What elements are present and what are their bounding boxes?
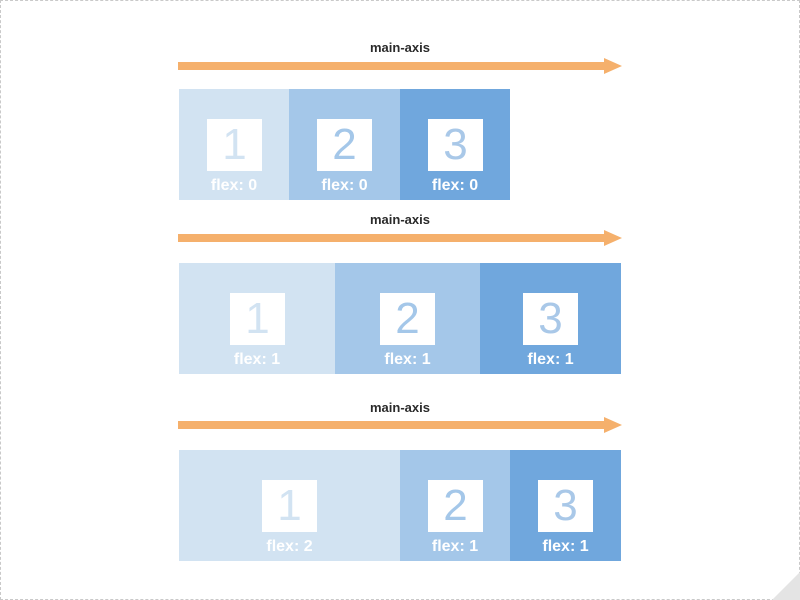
flex-item-2: 2 flex: 1 — [335, 263, 480, 374]
item-number: 3 — [443, 120, 468, 169]
item-number-box: 1 — [262, 480, 317, 532]
item-number-box: 3 — [538, 480, 593, 532]
main-axis-arrow — [178, 58, 622, 74]
item-number-box: 2 — [317, 119, 372, 171]
item-number: 2 — [395, 294, 420, 343]
flex-item-1: 1 flex: 0 — [179, 89, 289, 200]
flex-item-3: 3 flex: 0 — [400, 89, 510, 200]
item-number: 3 — [553, 481, 578, 530]
main-axis-arrow — [178, 417, 622, 433]
item-flex-label: flex: 0 — [321, 177, 368, 194]
flex-item-2: 2 flex: 0 — [289, 89, 400, 200]
main-axis-label: main-axis — [370, 400, 430, 415]
main-axis-label: main-axis — [370, 212, 430, 227]
item-number-box: 3 — [428, 119, 483, 171]
page-curl-corner — [772, 572, 800, 600]
item-flex-label: flex: 0 — [210, 177, 258, 194]
flex-container: 1 flex: 2 2 flex: 1 3 flex: 1 — [179, 450, 621, 561]
item-number: 1 — [245, 294, 270, 343]
item-flex-label: flex: 1 — [527, 351, 574, 368]
item-flex-label: flex: 2 — [266, 538, 313, 555]
flex-item-1: 1 flex: 2 — [179, 450, 400, 561]
flex-item-2: 2 flex: 1 — [400, 450, 510, 561]
item-flex-label: flex: 1 — [384, 351, 431, 368]
item-flex-label: flex: 0 — [431, 177, 479, 194]
item-number: 2 — [443, 481, 468, 530]
item-number-box: 3 — [523, 293, 578, 345]
item-number-box: 2 — [428, 480, 483, 532]
item-number-box: 1 — [207, 119, 262, 171]
item-number: 3 — [538, 294, 563, 343]
item-flex-label: flex: 1 — [542, 538, 589, 555]
flex-item-3: 3 flex: 1 — [480, 263, 621, 374]
item-number: 2 — [332, 120, 357, 169]
main-axis-label: main-axis — [370, 40, 430, 55]
flex-item-1: 1 flex: 1 — [179, 263, 335, 374]
flex-item-3: 3 flex: 1 — [510, 450, 621, 561]
main-axis-arrow — [178, 230, 622, 246]
item-number: 1 — [277, 481, 302, 530]
flex-container: 1 flex: 0 2 flex: 0 3 flex: 0 — [179, 89, 510, 200]
item-number-box: 1 — [230, 293, 285, 345]
flex-container: 1 flex: 1 2 flex: 1 3 flex: 1 — [179, 263, 621, 374]
item-number: 1 — [222, 120, 247, 169]
item-flex-label: flex: 1 — [431, 538, 479, 555]
item-flex-label: flex: 1 — [233, 351, 281, 368]
item-number-box: 2 — [380, 293, 435, 345]
